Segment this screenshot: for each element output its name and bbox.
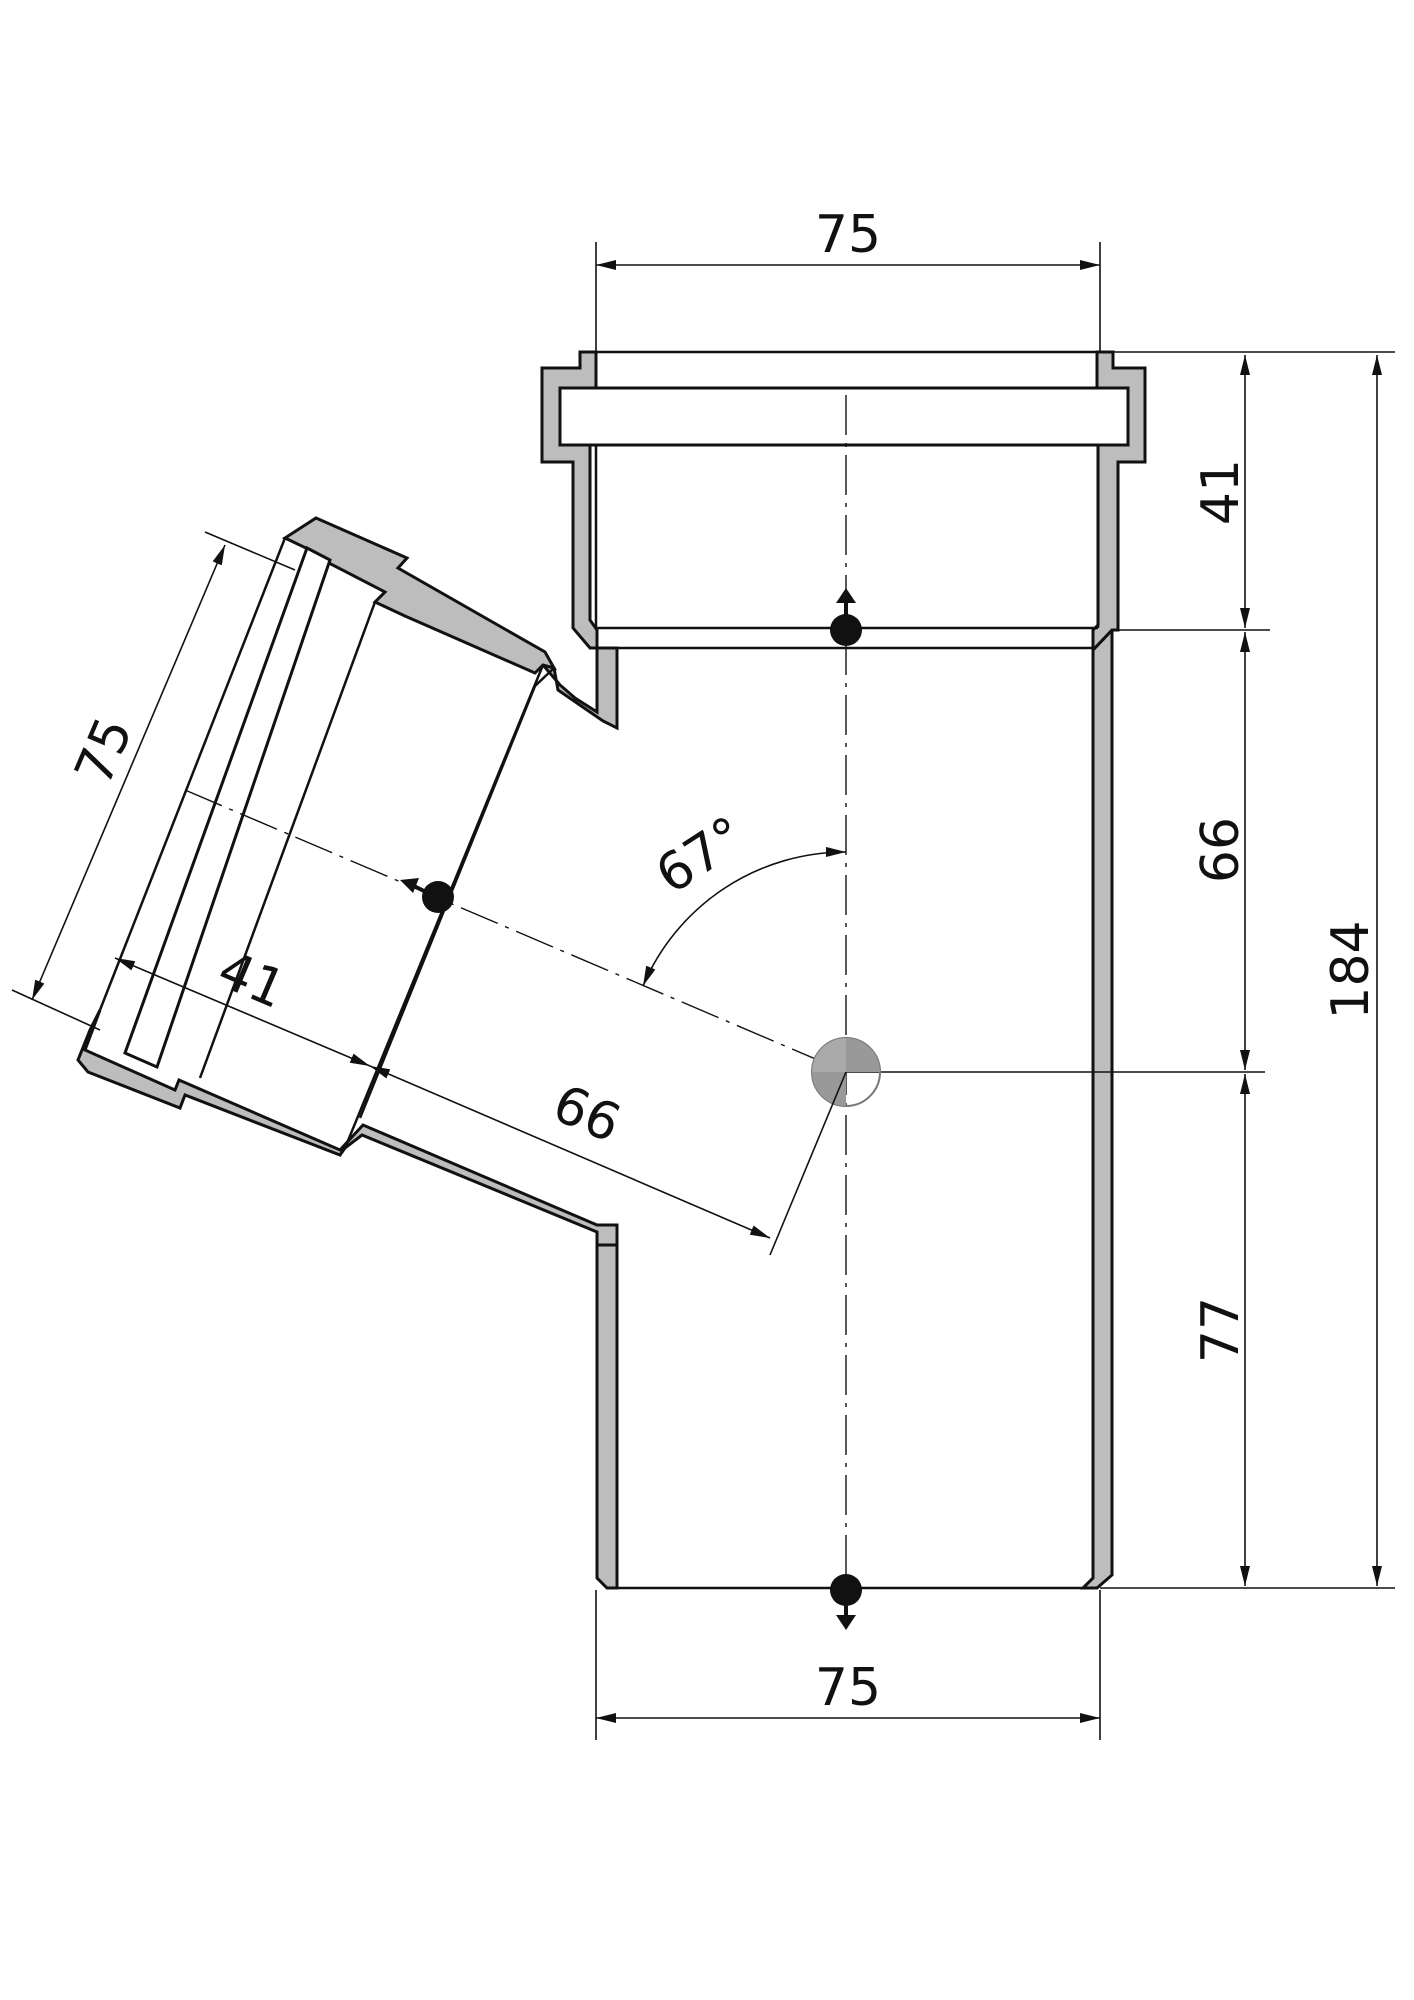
flow-markers (400, 588, 862, 1630)
flow-marker-branch-icon (400, 878, 454, 913)
dim-branch-diameter: 75 (64, 709, 145, 793)
branch-upper-wall (281, 516, 558, 675)
main-pipe-left-wall-lower (595, 1223, 619, 1590)
dim-angle: 67° (646, 805, 756, 906)
flow-marker-bottom-icon (830, 1574, 862, 1630)
dim-bottom-width: 75 (815, 1658, 881, 1718)
dim-right-socket: 41 (1191, 459, 1251, 525)
dim-right-upper: 66 (1191, 817, 1251, 883)
top-socket-seal-ring (558, 386, 1130, 447)
main-pipe (538, 350, 1147, 1590)
dim-top-width: 75 (815, 205, 881, 265)
branch-pipe (76, 516, 619, 1247)
dim-right-lower: 77 (1191, 1297, 1251, 1363)
dim-total-height: 184 (1321, 920, 1381, 1019)
branch-lower-wall (76, 1009, 619, 1247)
flow-marker-top-icon (830, 588, 862, 646)
main-pipe-right-wall (1079, 626, 1114, 1590)
dim-branch-length: 66 (544, 1074, 628, 1155)
dim-branch-socket: 41 (209, 940, 293, 1021)
